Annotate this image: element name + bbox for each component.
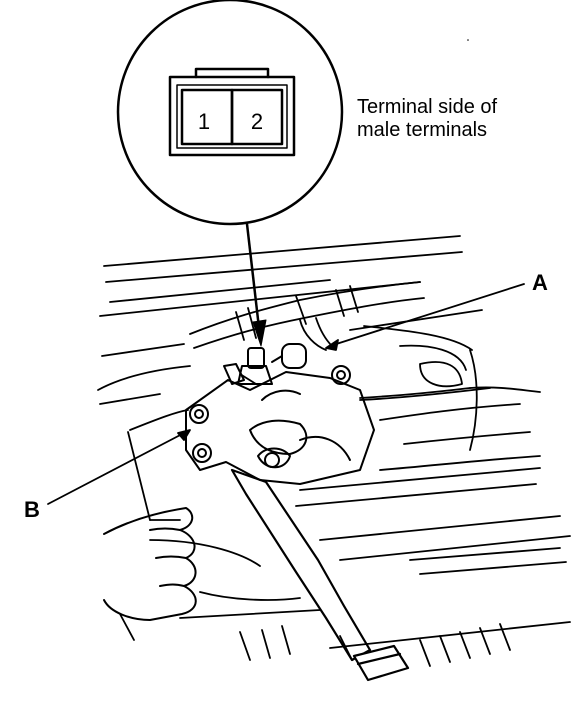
leader-a <box>329 283 525 347</box>
bracket-bolt-right <box>331 365 351 385</box>
pedal-arm <box>230 468 372 662</box>
switch-connector-upper <box>247 347 265 369</box>
callout-caption-line-1: Terminal side of <box>357 96 498 118</box>
scan-dot <box>467 39 469 41</box>
pin-cavity-2 <box>230 88 284 146</box>
pedal-bracket <box>185 365 375 485</box>
pin-label-1: 1 <box>198 109 210 134</box>
callout-circle <box>116 0 344 226</box>
callout-caption: Terminal side of male terminals <box>357 96 497 142</box>
label-b: B <box>24 497 40 522</box>
label-a: A <box>532 270 548 295</box>
callout-caption-line-2: male terminals <box>357 119 488 141</box>
dashboard-lines <box>97 235 571 667</box>
pin-label-2: 2 <box>251 109 263 134</box>
technician-hand <box>103 507 197 621</box>
connector-a-body <box>281 343 307 369</box>
connector-face <box>168 67 296 157</box>
leader-b <box>47 431 187 505</box>
wire-harness <box>189 281 491 401</box>
label-leaders <box>47 283 525 505</box>
bracket-bolt-lower-left <box>192 443 212 463</box>
bracket-bolt-upper-left <box>189 404 209 424</box>
switch-connectors <box>223 343 307 385</box>
leader-b-switch <box>239 373 257 385</box>
brake-pedal <box>230 468 410 682</box>
